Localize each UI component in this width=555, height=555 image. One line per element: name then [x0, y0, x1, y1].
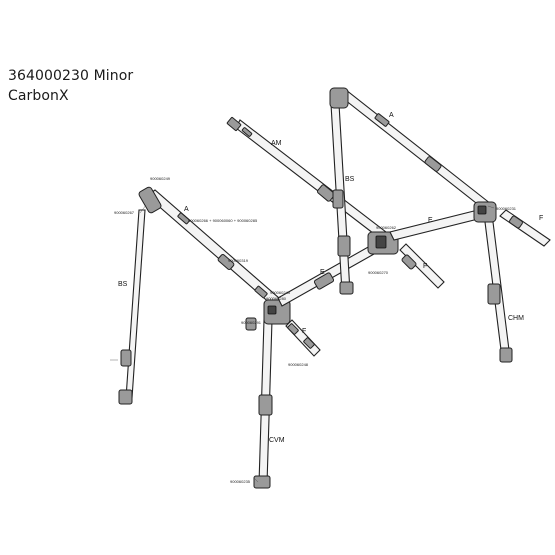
right-back-leg [330, 103, 354, 295]
right-eave-pole [389, 209, 483, 241]
label-chm: CHM [508, 315, 524, 322]
part-number: 900060248 [288, 362, 309, 367]
part-number: 900060231 [496, 206, 517, 211]
label-f-mid: F [423, 263, 427, 270]
label-a-left: A [184, 206, 189, 213]
left-front-leg [110, 209, 146, 405]
front-center-junction [245, 299, 291, 331]
right-f-pole [499, 209, 551, 247]
front-center-leg [253, 319, 273, 489]
label-bs-left: BS [118, 281, 128, 288]
label-bs-right: BS [345, 176, 355, 183]
label-am: AM [271, 140, 282, 147]
part-number: 900060262 [376, 225, 397, 230]
label-a-right: A [389, 112, 394, 119]
part-number: 900060319 [228, 258, 249, 263]
part-number: 900060235 [230, 479, 251, 484]
front-f-pole [285, 319, 321, 357]
part-number: 900060267 [114, 210, 135, 215]
right-junction [473, 201, 513, 363]
right-rafter [329, 87, 492, 211]
label-cvm: CVM [269, 437, 285, 444]
label-f-front: F [302, 328, 306, 335]
part-number: 900060270 [368, 270, 389, 275]
label-e-right: E [428, 217, 433, 224]
part-number: 900060266 + 900060060 + 900060285 [188, 218, 258, 223]
part-number: 900060291 [241, 320, 262, 325]
part-number: 900060280 [266, 296, 287, 301]
middle-junction [367, 231, 445, 289]
product-name: CarbonX [8, 88, 69, 104]
left-rafter [138, 186, 288, 312]
label-e-left: E [320, 269, 325, 276]
part-number: 900060243 [270, 290, 291, 295]
label-f-right: F [539, 215, 543, 222]
front-eave-pole [277, 245, 375, 307]
product-code: 364000230 Minor [8, 68, 134, 84]
part-number: 900060249 [150, 176, 171, 181]
